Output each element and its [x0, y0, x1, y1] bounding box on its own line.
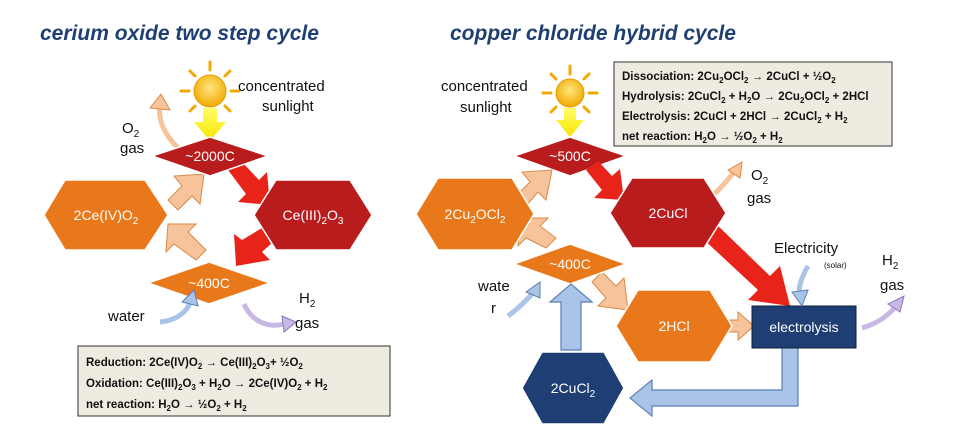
copper-arrow-cucl-to-electrolysis	[700, 222, 790, 306]
copper-o2-arrowhead	[727, 161, 743, 179]
copper-equation-electrolysis: Electrolysis: 2CuCl + 2HCl → 2CuCl2 + H2	[622, 111, 848, 125]
copper-hcl-hex	[615, 289, 733, 363]
cerium-h2-out-arrow	[241, 302, 285, 328]
copper-water-arrowhead	[524, 281, 541, 299]
copper-cucl2-hex	[521, 351, 625, 425]
cerium-hot-node	[149, 136, 271, 177]
copper-electricity-label: Electricity	[774, 240, 839, 257]
cerium-arrow-cold-to-left	[165, 223, 207, 261]
copper-sunlight-label: concentrated	[441, 78, 528, 95]
cerium-sunlight-label-2: sunlight	[262, 98, 315, 115]
cerium-sunlight-label: concentrated	[238, 78, 325, 95]
copper-water-label-2: r	[491, 300, 496, 317]
cerium-h2-arrowhead	[281, 315, 297, 333]
cerium-h2-label: H2	[299, 290, 316, 310]
cerium-cold-label: ~400C	[188, 275, 230, 291]
sun-icon	[179, 60, 241, 122]
copper-arrow-hot-to-cucl	[586, 161, 624, 200]
cerium-h2-gas-label: gas	[295, 315, 319, 332]
cerium-equation-oxidation: Oxidation: Ce(III)2O3 + H2O → 2Ce(IV)O2 …	[86, 378, 328, 392]
copper-left-label: 2Cu2OCl2	[445, 206, 506, 226]
copper-equation-dissociation: Dissociation: 2Cu2OCl2 → 2CuCl + ½O2	[622, 71, 836, 85]
copper-arrow-cold-to-hcl	[591, 271, 629, 311]
sun-icon	[541, 64, 599, 122]
copper-h2-arrowhead	[887, 295, 905, 313]
cerium-o2-release-arrowhead	[149, 93, 171, 111]
copper-o2-label: O2	[751, 167, 769, 187]
copper-equation-box	[613, 61, 893, 147]
copper-electrolysis-node	[751, 305, 857, 349]
copper-arrow-cucl2-to-cold	[548, 283, 594, 351]
copper-water-label: wate	[477, 278, 510, 295]
copper-sunlight-label-2: sunlight	[460, 99, 513, 116]
copper-equation-hydrolysis: Hydrolysis: 2CuCl2 + H2O → 2Cu2OCl2 + 2H…	[622, 91, 869, 105]
sunlight-beam-arrow	[194, 108, 226, 141]
copper-solar-label: (solar)	[824, 261, 847, 270]
copper-cucl-hex	[609, 177, 727, 249]
copper-cucl-label: 2CuCl	[649, 205, 688, 221]
sunlight-beam-arrow-copper	[556, 108, 584, 137]
cerium-equation-reduction: Reduction: 2Ce(IV)O2 → Ce(III)2O3+ ½O2	[86, 357, 303, 371]
cerium-o2-gas-label: gas	[120, 140, 144, 157]
cerium-o2-label: O2	[122, 120, 140, 140]
cerium-right-label: Ce(III)2O3	[283, 207, 344, 227]
copper-hcl-label: 2HCl	[658, 318, 689, 334]
cerium-right-hex	[253, 179, 373, 251]
copper-cold-label: ~400C	[549, 256, 591, 272]
copper-electrolysis-label: electrolysis	[769, 319, 838, 335]
copper-electricity-arrowhead	[791, 289, 809, 308]
copper-cycle-title: copper chloride hybrid cycle	[450, 22, 736, 45]
copper-cucl2-label: 2CuCl2	[551, 380, 596, 400]
copper-left-hex	[415, 177, 535, 251]
cerium-equation-net: net reaction: H2O → ½O2 + H2	[86, 399, 247, 413]
cerium-arrow-left-to-hot	[167, 173, 205, 211]
cerium-cycle-title: cerium oxide two step cycle	[40, 22, 319, 45]
copper-h2-gas-label: gas	[880, 277, 904, 294]
cerium-hot-label: ~2000C	[185, 148, 234, 164]
copper-hot-node	[511, 136, 629, 177]
copper-h2-out-arrow	[861, 304, 898, 331]
cerium-water-label: water	[107, 308, 145, 325]
copper-h2-label: H2	[882, 252, 899, 272]
copper-hot-label: ~500C	[549, 148, 591, 164]
cerium-left-label: 2Ce(IV)O2	[74, 207, 139, 227]
copper-arrow-electrolysis-to-cucl2	[629, 343, 799, 418]
copper-water-in-arrow	[506, 290, 536, 319]
copper-equation-net: net reaction: H2O → ½O2 + H2	[622, 131, 783, 145]
cerium-equation-box	[77, 345, 391, 417]
copper-o2-release-arrow	[710, 168, 738, 198]
cerium-arrow-hot-to-right	[228, 160, 270, 205]
cerium-left-hex	[43, 179, 169, 251]
cerium-water-arrowhead	[181, 289, 199, 307]
copper-o2-gas-label: gas	[747, 190, 771, 207]
cerium-o2-release-arrow	[157, 103, 180, 150]
copper-cold-node	[511, 243, 629, 285]
